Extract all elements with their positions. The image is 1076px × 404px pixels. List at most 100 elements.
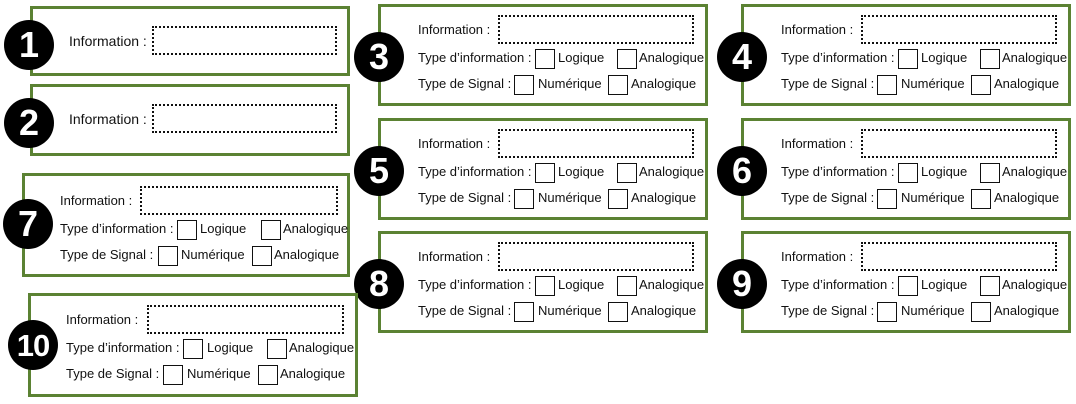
option-logique-label: Logique	[921, 277, 968, 292]
checkbox-logique[interactable]	[898, 163, 918, 183]
panel-7: Information : Type d’information : Logiq…	[22, 173, 350, 277]
option-analogique-label: Analogique	[639, 277, 705, 292]
checkbox-analogique-info[interactable]	[617, 49, 637, 69]
information-label: Information :	[418, 136, 491, 151]
option-analogique-label: Analogique	[994, 76, 1060, 91]
option-numerique-label: Numérique	[901, 190, 965, 205]
type-signal-label: Type de Signal :	[60, 247, 154, 262]
option-logique-label: Logique	[200, 221, 247, 236]
checkbox-analogique-signal[interactable]	[608, 302, 628, 322]
checkbox-logique[interactable]	[183, 339, 203, 359]
type-information-label: Type d’information :	[418, 164, 532, 179]
checkbox-numerique[interactable]	[514, 302, 534, 322]
option-numerique-label: Numérique	[538, 303, 602, 318]
option-numerique-label: Numérique	[187, 366, 251, 381]
information-field[interactable]	[498, 129, 694, 158]
option-numerique-label: Numérique	[901, 76, 965, 91]
option-analogique-label: Analogique	[639, 164, 705, 179]
information-label: Information :	[69, 111, 147, 127]
type-signal-label: Type de Signal :	[781, 76, 875, 91]
option-numerique-label: Numérique	[181, 247, 245, 262]
checkbox-analogique-info[interactable]	[617, 276, 637, 296]
checkbox-analogique-signal[interactable]	[971, 75, 991, 95]
option-analogique-label: Analogique	[631, 76, 697, 91]
checkbox-logique[interactable]	[535, 49, 555, 69]
checkbox-analogique-info[interactable]	[267, 339, 287, 359]
option-analogique-label: Analogique	[639, 50, 705, 65]
panel-5: Information : Type d’information : Logiq…	[378, 118, 708, 220]
information-field[interactable]	[861, 15, 1057, 44]
type-information-label: Type d’information :	[60, 221, 174, 236]
information-field[interactable]	[152, 26, 337, 55]
option-logique-label: Logique	[558, 50, 605, 65]
option-analogique-label: Analogique	[280, 366, 346, 381]
type-signal-label: Type de Signal :	[781, 303, 875, 318]
checkbox-analogique-signal[interactable]	[252, 246, 272, 266]
panel-10: Information : Type d’information : Logiq…	[28, 293, 358, 397]
type-information-label: Type d’information :	[418, 50, 532, 65]
checkbox-analogique-info[interactable]	[980, 276, 1000, 296]
information-field[interactable]	[498, 15, 694, 44]
checkbox-numerique[interactable]	[514, 189, 534, 209]
information-label: Information :	[781, 136, 854, 151]
panel-9: Information : Type d’information : Logiq…	[741, 231, 1071, 333]
checkbox-logique[interactable]	[898, 49, 918, 69]
panel-4: Information : Type d’information : Logiq…	[741, 4, 1071, 106]
information-label: Information :	[418, 22, 491, 37]
checkbox-analogique-signal[interactable]	[608, 189, 628, 209]
type-information-label: Type d’information :	[781, 164, 895, 179]
information-field[interactable]	[498, 242, 694, 271]
option-numerique-label: Numérique	[538, 190, 602, 205]
type-signal-label: Type de Signal :	[66, 366, 160, 381]
information-field[interactable]	[861, 242, 1057, 271]
information-field[interactable]	[147, 305, 344, 334]
panel-6: Information : Type d’information : Logiq…	[741, 118, 1071, 220]
badge-5: 5	[354, 146, 404, 196]
checkbox-logique[interactable]	[898, 276, 918, 296]
option-analogique-label: Analogique	[994, 303, 1060, 318]
checkbox-analogique-info[interactable]	[980, 49, 1000, 69]
type-signal-label: Type de Signal :	[418, 190, 512, 205]
checkbox-analogique-signal[interactable]	[258, 365, 278, 385]
checkbox-logique[interactable]	[535, 276, 555, 296]
option-analogique-label: Analogique	[1002, 277, 1068, 292]
type-information-label: Type d’information :	[418, 277, 532, 292]
type-information-label: Type d’information :	[66, 340, 180, 355]
checkbox-logique[interactable]	[535, 163, 555, 183]
option-analogique-label: Analogique	[1002, 50, 1068, 65]
checkbox-analogique-signal[interactable]	[608, 75, 628, 95]
checkbox-analogique-info[interactable]	[617, 163, 637, 183]
information-label: Information :	[418, 249, 491, 264]
badge-9: 9	[717, 259, 767, 309]
type-signal-label: Type de Signal :	[781, 190, 875, 205]
checkbox-numerique[interactable]	[158, 246, 178, 266]
checkbox-analogique-info[interactable]	[261, 220, 281, 240]
option-numerique-label: Numérique	[901, 303, 965, 318]
information-label: Information :	[781, 22, 854, 37]
checkbox-numerique[interactable]	[877, 302, 897, 322]
information-field[interactable]	[140, 186, 338, 215]
checkbox-numerique[interactable]	[514, 75, 534, 95]
option-analogique-label: Analogique	[631, 190, 697, 205]
option-analogique-label: Analogique	[1002, 164, 1068, 179]
badge-3: 3	[354, 32, 404, 82]
checkbox-analogique-signal[interactable]	[971, 189, 991, 209]
information-field[interactable]	[152, 104, 337, 133]
badge-10: 10	[8, 320, 58, 370]
option-analogique-label: Analogique	[994, 190, 1060, 205]
information-field[interactable]	[861, 129, 1057, 158]
checkbox-numerique[interactable]	[877, 189, 897, 209]
option-analogique-label: Analogique	[631, 303, 697, 318]
information-label: Information :	[66, 312, 139, 327]
type-information-label: Type d’information :	[781, 277, 895, 292]
checkbox-logique[interactable]	[177, 220, 197, 240]
information-label: Information :	[69, 33, 147, 49]
option-logique-label: Logique	[207, 340, 254, 355]
option-analogique-label: Analogique	[274, 247, 340, 262]
checkbox-numerique[interactable]	[163, 365, 183, 385]
checkbox-analogique-signal[interactable]	[971, 302, 991, 322]
panel-3: Information : Type d’information : Logiq…	[378, 4, 708, 106]
option-numerique-label: Numérique	[538, 76, 602, 91]
checkbox-numerique[interactable]	[877, 75, 897, 95]
checkbox-analogique-info[interactable]	[980, 163, 1000, 183]
